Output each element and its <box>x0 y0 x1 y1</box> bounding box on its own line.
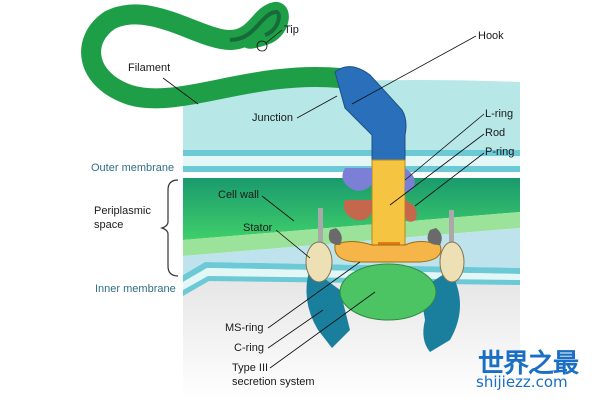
label-stator: Stator <box>243 222 273 234</box>
hook <box>334 66 407 163</box>
p-ring <box>343 200 372 221</box>
label-inner-membrane: Inner membrane <box>95 283 176 295</box>
label-periplasmic-2: space <box>94 219 124 231</box>
rod <box>371 159 406 246</box>
label-c-ring: C-ring <box>234 342 264 354</box>
label-periplasmic-1: Periplasmic <box>94 205 151 217</box>
stator-right <box>439 241 465 283</box>
label-filament: Filament <box>128 62 171 74</box>
c-ring <box>306 268 350 348</box>
label-rod: Rod <box>485 127 506 139</box>
label-ms-ring: MS-ring <box>225 322 264 334</box>
label-p-ring: P-ring <box>485 146 515 158</box>
label-cell-wall: Cell wall <box>218 189 259 201</box>
outer-membrane <box>183 150 520 156</box>
label-tip: Tip <box>284 24 299 36</box>
label-outer-membrane: Outer membrane <box>91 162 175 174</box>
ms-ring <box>334 241 442 263</box>
type-iii-secretion-system <box>339 263 437 321</box>
periplasm-brace <box>160 179 179 277</box>
stator-left <box>305 241 333 283</box>
label-junction: Junction <box>252 112 293 124</box>
tip-marker <box>256 40 268 52</box>
inner-membrane <box>183 262 520 282</box>
watermark-title: 世界之最 <box>478 349 579 379</box>
filament <box>81 2 350 109</box>
l-ring <box>342 168 372 191</box>
label-l-ring: L-ring <box>485 108 514 120</box>
label-type-iii-2: secretion system <box>232 376 315 388</box>
watermark-domain: shijiezz.com <box>476 373 568 391</box>
label-type-iii-1: Type III <box>232 362 269 374</box>
label-hook: Hook <box>478 30 504 42</box>
